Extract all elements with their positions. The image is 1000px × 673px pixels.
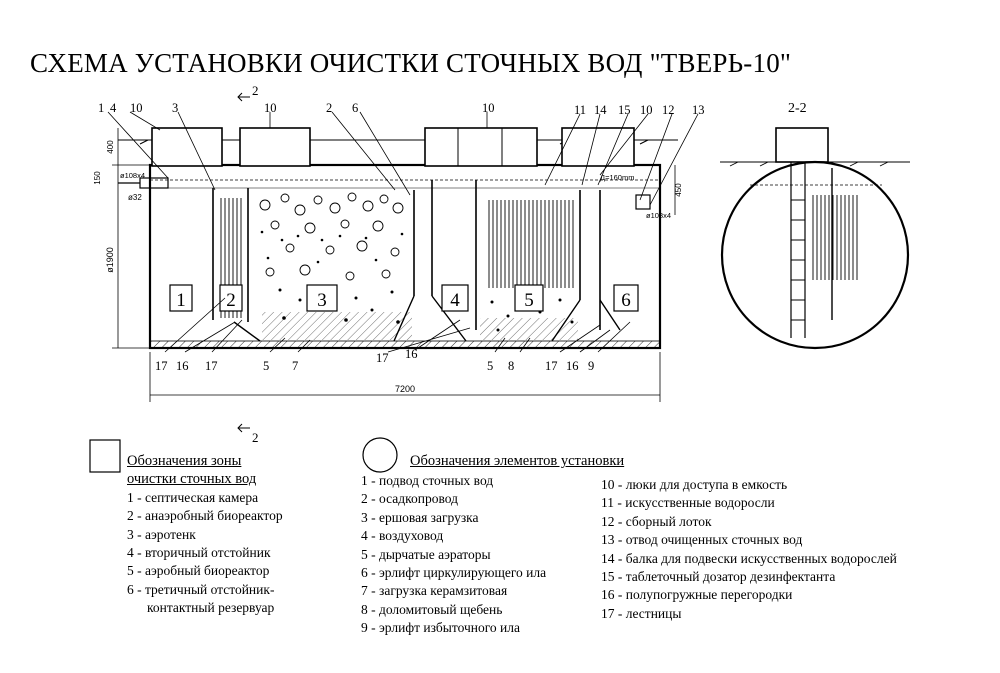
dimension-150: 150	[93, 171, 102, 185]
zone-legend: Обозначения зоны очистки сточных вод 1 -…	[127, 452, 283, 618]
zone-boxes	[169, 284, 639, 312]
element-legend-item: 11 - искусственные водоросли	[601, 495, 775, 511]
callout-top-12: 12	[662, 103, 675, 117]
callout-bottom-17: 17	[155, 359, 168, 373]
callout-bottom-7: 7	[292, 359, 298, 373]
aerotank-media	[259, 192, 404, 281]
element-legend-item: 6 - эрлифт циркулирующего ила	[361, 565, 547, 581]
zone-legend-title-2: очистки сточных вод	[127, 471, 257, 488]
element-legend-item: 4 - воздуховод	[361, 528, 444, 544]
gravel-bed-left	[262, 312, 412, 340]
callout-bottom-9: 9	[588, 359, 594, 373]
callout-bottom-16: 16	[566, 359, 579, 373]
inlet-pipe-size: ø108х4	[120, 171, 145, 180]
element-legend-item: 7 - загрузка керамзитовая	[361, 583, 508, 599]
element-legend-item: 9 - эрлифт избыточного ила	[361, 620, 521, 636]
zone-number-5: 5	[524, 290, 534, 311]
dimension-lines	[112, 128, 676, 402]
artificial-algae	[486, 200, 576, 288]
element-legend-item: 14 - балка для подвески искусственных во…	[601, 550, 897, 566]
element-legend-item: 16 - полупогружные перегородки	[601, 587, 793, 603]
element-legend-item: 17 - лестницы	[601, 605, 682, 621]
dimension-400: 400	[106, 140, 115, 154]
callout-top-2: 2	[326, 101, 332, 115]
callout-top-1: 1	[98, 101, 104, 115]
element-legend-col1: 1 - подвод сточных вод 2 - осадкопровод …	[361, 472, 546, 638]
callout-top-3: 3	[172, 101, 178, 115]
callout-top-4: 4	[110, 101, 117, 115]
zone-number-4: 4	[450, 290, 460, 311]
callout-bottom-16: 16	[405, 347, 418, 361]
height-dimension: ø1900	[105, 247, 115, 273]
zone-number-6: 6	[621, 290, 631, 311]
element-legend-circle-icon	[362, 437, 398, 473]
zone-legend-item: 6 - третичный отстойник-	[127, 581, 275, 597]
element-legend-item: 15 - таблеточный дозатор дезинфектанта	[601, 569, 836, 585]
callout-top-6: 6	[352, 101, 358, 115]
section-2-2-label: 2-2	[788, 101, 807, 116]
callout-bottom-17: 17	[376, 351, 389, 365]
section-2-2-view	[720, 127, 910, 350]
outlet-pipe-size: ø108х4	[646, 211, 671, 220]
length-dimension: 7200	[395, 384, 415, 394]
zone-legend-item: контактный резервуар	[147, 600, 275, 616]
page-title: СХЕМА УСТАНОВКИ ОЧИСТКИ СТОЧНЫХ ВОД "ТВЕ…	[30, 48, 792, 78]
leader-lines-top	[107, 111, 699, 206]
pipe-32-size: ø32	[128, 193, 142, 202]
inlet-pipe	[118, 177, 169, 189]
zone-legend-square-icon	[89, 439, 121, 473]
callout-top-13: 13	[692, 103, 705, 117]
zone-legend-title-1: Обозначения зоны	[127, 453, 242, 469]
callout-top-10: 10	[264, 101, 277, 115]
element-legend-item: 1 - подвод сточных вод	[361, 473, 494, 488]
element-legend-item: 10 - люки для доступа в емкость	[601, 477, 788, 492]
section-marks	[237, 92, 250, 433]
zone-legend-item: 5 - аэробный биореактор	[127, 563, 270, 579]
section-mark-bottom: 2	[252, 430, 259, 445]
zone-number-1: 1	[176, 290, 186, 311]
callout-bottom-8: 8	[508, 359, 514, 373]
zone-number-3: 3	[317, 290, 327, 311]
callout-top-11: 11	[574, 103, 586, 117]
zone-legend-item: 2 - анаэробный биореактор	[127, 508, 283, 524]
access-hatches	[151, 127, 635, 167]
tank-body	[148, 163, 662, 350]
callouts-bottom: 17 16 17 5 7 17 16 5 8 17 16 9	[155, 347, 594, 373]
dimension-160: Д=160mm	[600, 173, 634, 182]
element-legend-item: 13 - отвод очищенных сточных вод	[601, 532, 803, 548]
callout-top-10: 10	[482, 101, 495, 115]
leader-lines-bottom	[164, 297, 631, 353]
zone-legend-item: 1 - септическая камера	[127, 489, 259, 505]
callout-top-14: 14	[594, 103, 607, 117]
element-legend-col2: 10 - люки для доступа в емкость 11 - иск…	[601, 476, 897, 623]
dimension-450: 450	[674, 183, 683, 197]
element-legend-item: 3 - ершовая загрузка	[361, 509, 479, 525]
callout-top-15: 15	[618, 103, 631, 117]
callout-bottom-5: 5	[263, 359, 269, 373]
section-mark-top: 2	[252, 83, 259, 98]
callout-bottom-16: 16	[176, 359, 189, 373]
callout-bottom-17: 17	[205, 359, 218, 373]
element-legend-item: 2 - осадкопровод	[361, 491, 458, 507]
callout-top-10: 10	[130, 101, 143, 115]
zone-number-2: 2	[226, 290, 236, 311]
gravel-bed-right	[480, 318, 578, 340]
zone-legend-item: 3 - аэротенк	[127, 526, 196, 542]
callout-bottom-5: 5	[487, 359, 493, 373]
callout-top-10: 10	[640, 103, 653, 117]
element-legend-item: 5 - дырчатые аэраторы	[361, 546, 491, 562]
element-legend-item: 8 - доломитовый щебень	[361, 601, 503, 617]
element-legend-title: Обозначения элементов установки	[410, 453, 625, 469]
outlet-pipe	[635, 194, 651, 210]
zone-legend-item: 4 - вторичный отстойник	[127, 545, 271, 561]
element-legend-item: 12 - сборный лоток	[601, 513, 712, 529]
callout-bottom-17: 17	[545, 359, 558, 373]
